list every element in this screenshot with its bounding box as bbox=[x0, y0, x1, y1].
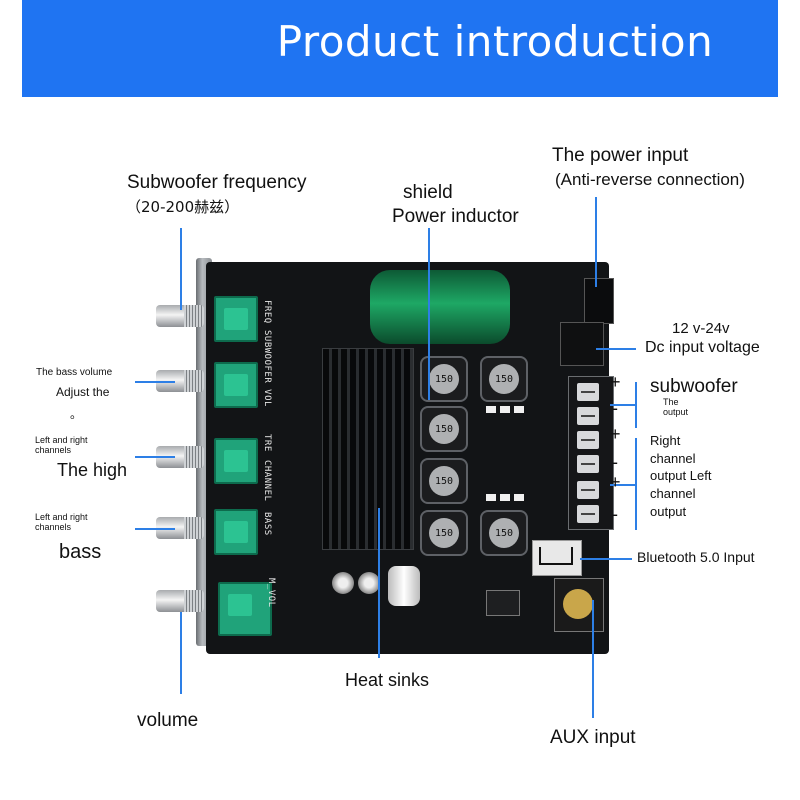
pot-bass bbox=[214, 509, 258, 555]
label-dc-input-voltage: Dc input voltage bbox=[645, 339, 760, 356]
label-heat-sinks: Heat sinks bbox=[345, 670, 430, 690]
page-title: Product introduction bbox=[276, 17, 714, 66]
callout-line-volume bbox=[180, 612, 182, 694]
label-adjust-the: Adjust the bbox=[56, 385, 110, 399]
inductor: 150 bbox=[420, 406, 468, 452]
label-aux-input: AUX input bbox=[550, 727, 636, 748]
dc-power-jack bbox=[584, 278, 614, 324]
inductor: 150 bbox=[480, 356, 528, 402]
terminal-sign: - bbox=[612, 452, 618, 472]
smd-component bbox=[500, 406, 510, 413]
label-the-high: The high bbox=[57, 460, 128, 480]
callout-line-bass bbox=[135, 528, 175, 530]
inductor: 150 bbox=[420, 510, 468, 556]
heat-sink bbox=[322, 348, 414, 550]
terminal-sign: - bbox=[612, 398, 618, 418]
callout-line-subwoofer bbox=[635, 382, 637, 428]
callout-line-subwoofer-h bbox=[610, 404, 636, 406]
pot-tre bbox=[214, 438, 258, 484]
callout-line-aux bbox=[592, 600, 594, 718]
label-power-inductor: Power inductor bbox=[392, 206, 519, 227]
label-shield: shield bbox=[403, 182, 453, 203]
aux-jack bbox=[554, 578, 604, 632]
pot-subwoofer-vol bbox=[214, 362, 258, 408]
smd-component bbox=[486, 406, 496, 413]
label-bass: bass bbox=[59, 541, 102, 563]
callout-line-treble bbox=[135, 456, 175, 458]
knob-treble bbox=[156, 446, 204, 468]
label-bass-volume: The bass volume bbox=[36, 367, 113, 378]
callout-line-power bbox=[595, 197, 597, 287]
callout-line-bluetooth bbox=[580, 558, 632, 560]
silk-subwoofer-vol: SUBWOOFER VOL bbox=[262, 330, 272, 407]
inductor: 150 bbox=[420, 458, 468, 504]
terminal-sign: + bbox=[610, 472, 621, 492]
silk-tre: TRE bbox=[262, 434, 272, 452]
dc-input-connector bbox=[560, 322, 604, 366]
callout-line-bass-vol bbox=[135, 381, 175, 383]
label-voltage-range: 12 v-24v bbox=[672, 320, 730, 337]
knob-bass bbox=[156, 517, 204, 539]
label-subwoofer: subwoofer bbox=[650, 376, 738, 397]
callout-line-channel bbox=[635, 438, 637, 530]
bluetooth-module bbox=[532, 540, 582, 576]
label-power-input: The power input bbox=[552, 145, 689, 166]
label-anti-reverse: (Anti-reverse connection) bbox=[555, 170, 745, 189]
capacitor-470uf bbox=[388, 566, 420, 606]
label-right-left-channel-output: Right channel output Left channel output bbox=[650, 433, 712, 519]
pot-freq bbox=[214, 296, 258, 342]
terminal-sign: - bbox=[612, 504, 618, 524]
callout-line-heatsink bbox=[378, 508, 380, 658]
knob-subwoofer-frequency bbox=[156, 305, 204, 327]
label-subwoofer-frequency-range: （20-200赫兹） bbox=[126, 198, 240, 216]
ic-chip bbox=[486, 590, 520, 616]
label-period: 。 bbox=[70, 407, 83, 421]
callout-line-channel-h bbox=[610, 484, 636, 486]
smd-component bbox=[514, 494, 524, 501]
smd-component bbox=[486, 494, 496, 501]
callout-line-shield bbox=[428, 228, 430, 400]
silk-channel: CHANNEL bbox=[262, 460, 272, 502]
silk-m-vol: M_VOL bbox=[266, 578, 276, 608]
callout-line-dc bbox=[596, 348, 636, 350]
terminal-sign: + bbox=[610, 372, 621, 392]
label-the-output: The output bbox=[663, 397, 689, 418]
knob-master-volume bbox=[156, 590, 204, 612]
inductor: 150 bbox=[480, 510, 528, 556]
terminal-sign: + bbox=[610, 424, 621, 444]
smd-component bbox=[514, 406, 524, 413]
shield-capacitor bbox=[370, 270, 510, 344]
header-banner: Product introduction bbox=[22, 0, 778, 97]
silk-bass: BASS bbox=[262, 512, 272, 536]
silk-freq: FREQ bbox=[262, 300, 272, 324]
knob-subwoofer-volume bbox=[156, 370, 204, 392]
callout-line-freq bbox=[180, 228, 182, 310]
speaker-terminal-block bbox=[568, 376, 614, 530]
label-left-right-channels-2: Left and right channels bbox=[35, 512, 88, 533]
pot-m-vol bbox=[218, 582, 272, 636]
electrolytic-capacitor bbox=[332, 572, 354, 594]
smd-component bbox=[500, 494, 510, 501]
label-left-right-channels-1: Left and right channels bbox=[35, 435, 88, 456]
label-subwoofer-frequency: Subwoofer frequency bbox=[127, 172, 307, 193]
label-bluetooth: Bluetooth 5.0 Input bbox=[637, 549, 755, 565]
electrolytic-capacitor bbox=[358, 572, 380, 594]
label-volume: volume bbox=[137, 710, 199, 731]
